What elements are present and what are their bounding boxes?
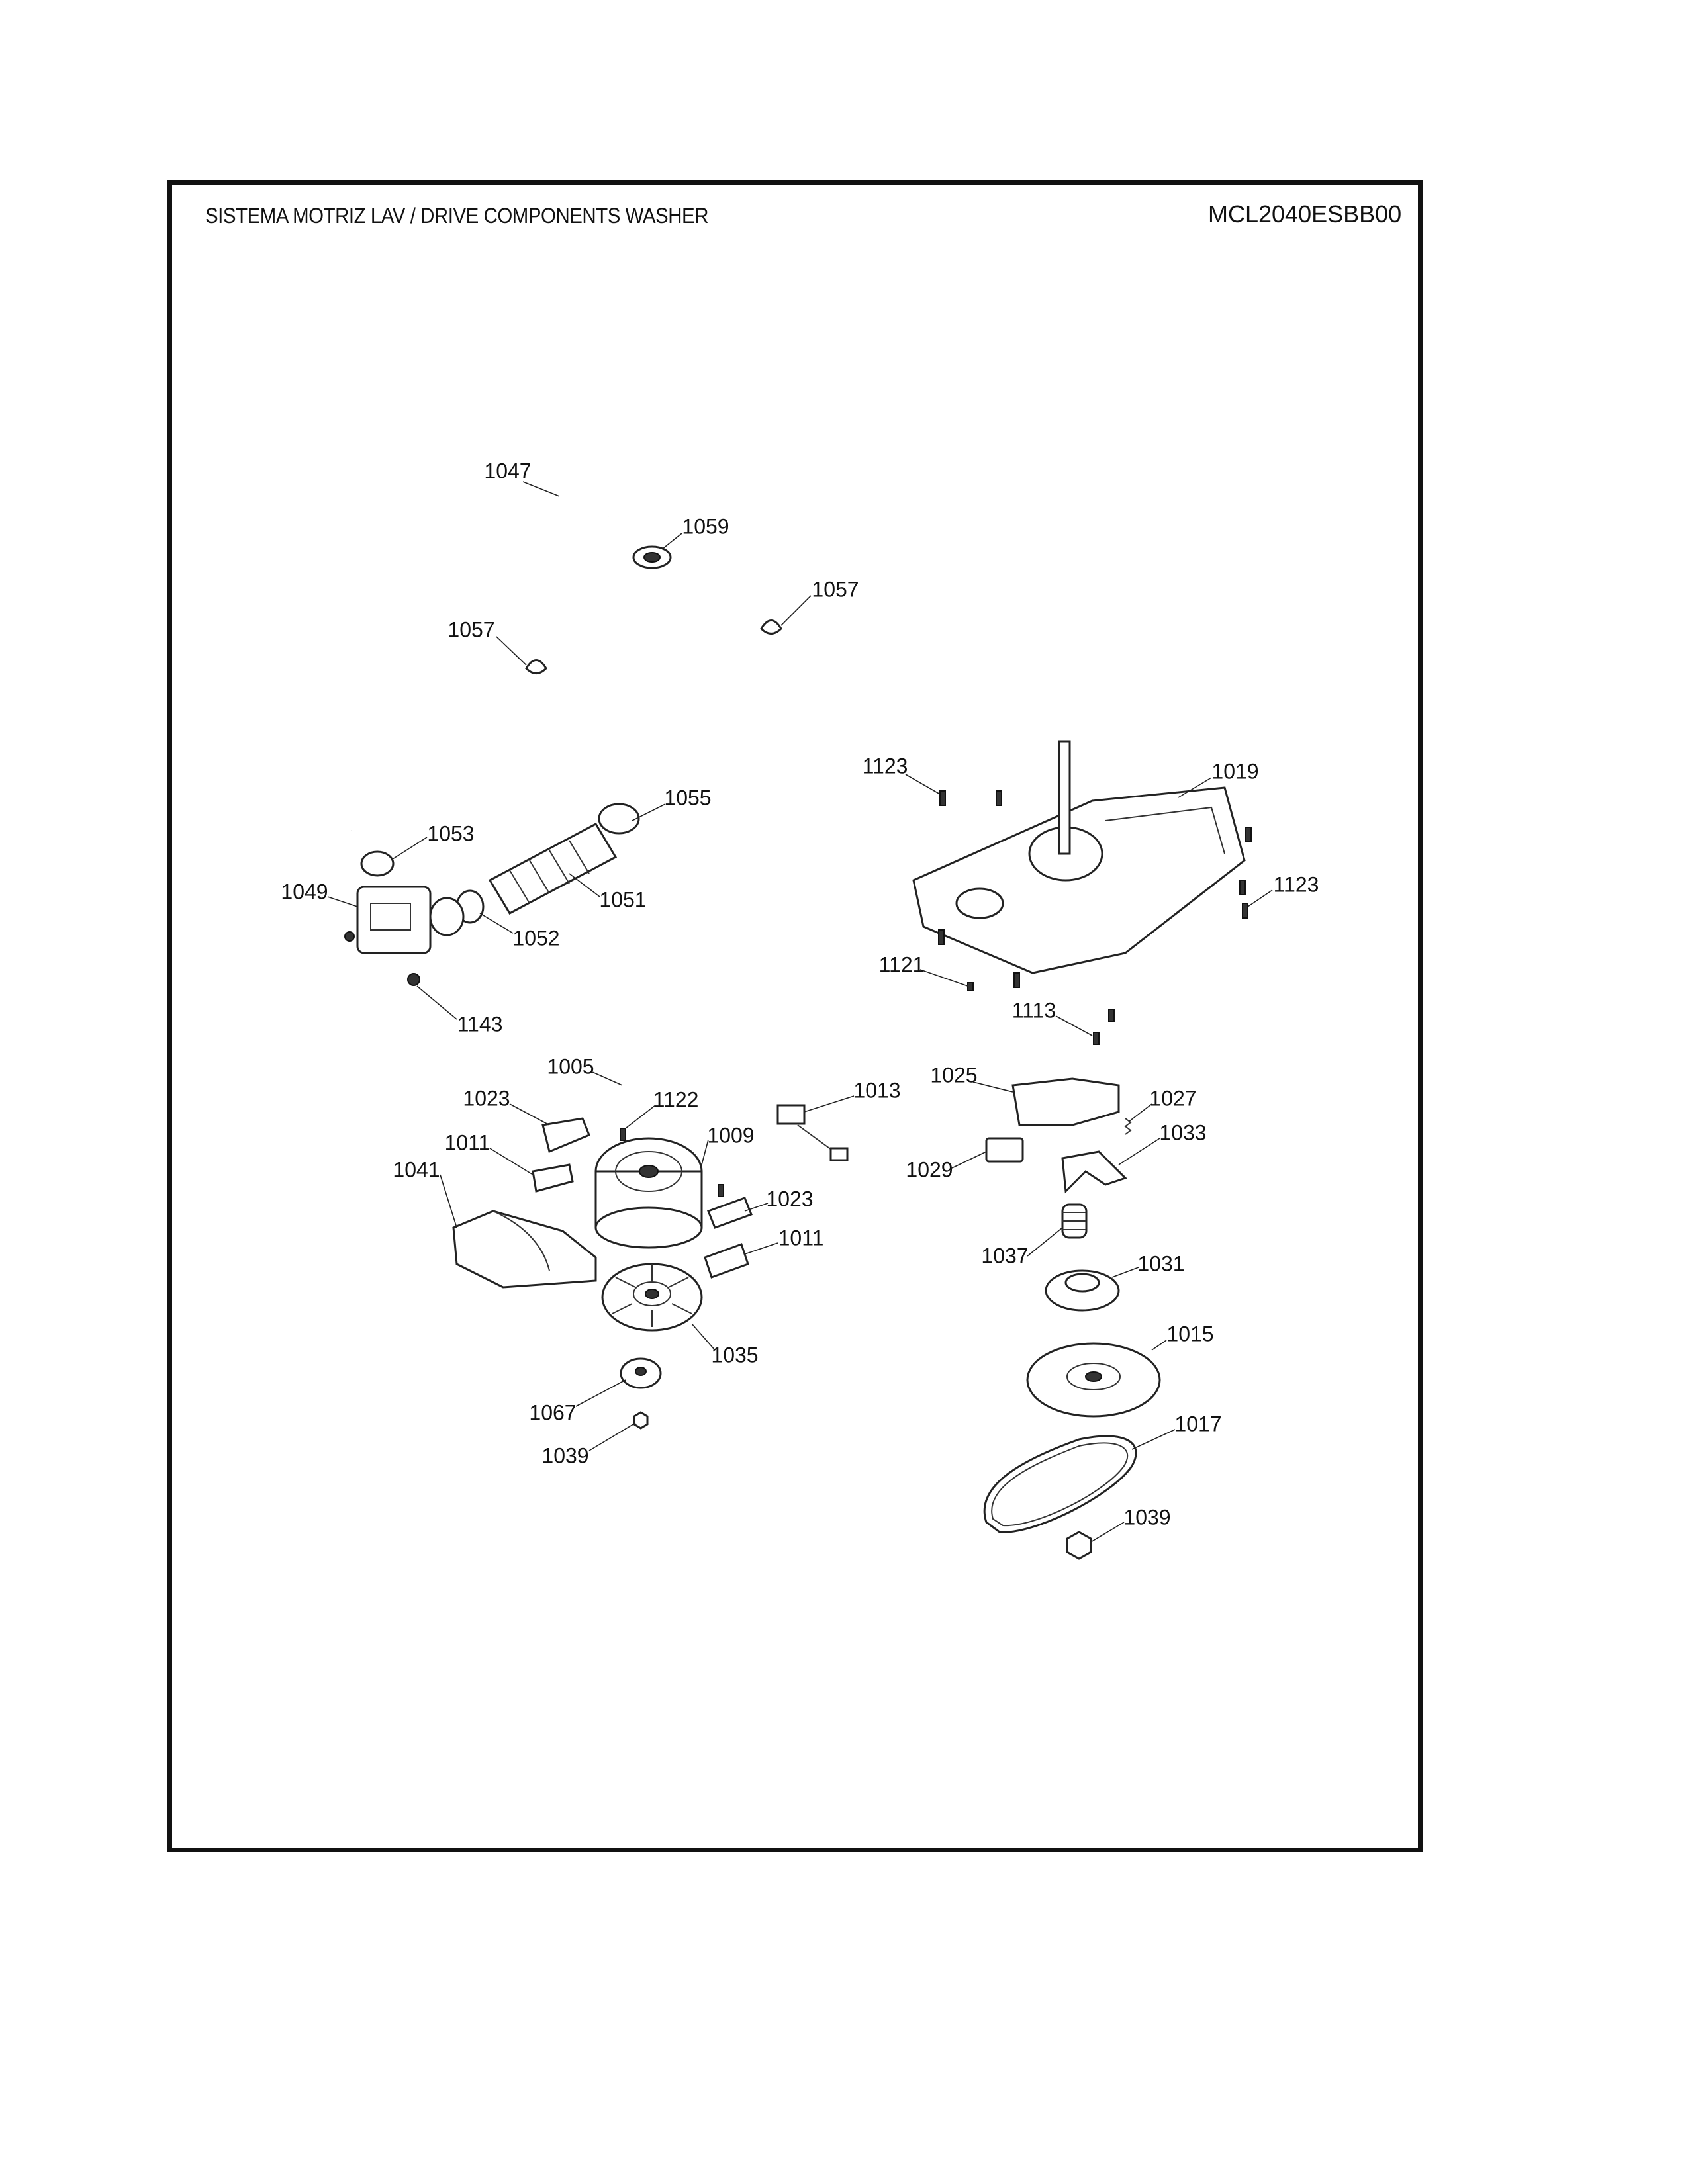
callout-1057-right: 1057 (812, 577, 859, 602)
drain-hose-drawing (342, 421, 744, 833)
callout-1051: 1051 (599, 887, 647, 912)
nut-motor-drawing (633, 1411, 649, 1430)
drain-pump-drawing (344, 886, 465, 986)
callout-1005: 1005 (547, 1054, 594, 1079)
diagram-frame (167, 180, 1423, 1852)
clutch-drawing (1045, 1203, 1120, 1312)
callout-1033: 1033 (1159, 1120, 1207, 1145)
callout-1035: 1035 (711, 1343, 759, 1367)
motor-pulley-drawing (620, 1357, 662, 1389)
callout-1037: 1037 (981, 1244, 1029, 1268)
hose-retainer-drawing (632, 545, 672, 569)
callout-1031: 1031 (1137, 1251, 1185, 1276)
motor-drawing (594, 1137, 703, 1249)
callout-1017: 1017 (1174, 1412, 1222, 1436)
callout-1057-left: 1057 (447, 617, 495, 642)
callout-1011-left: 1011 (444, 1130, 491, 1155)
callout-1047: 1047 (484, 459, 532, 483)
motor-bracket-drawing (452, 1210, 597, 1289)
callout-1019: 1019 (1211, 759, 1259, 784)
callout-1123-right: 1123 (1273, 872, 1319, 897)
motor-mount-drawings (532, 1117, 753, 1279)
callout-1123-top: 1123 (862, 754, 908, 778)
callout-1023-left: 1023 (463, 1086, 510, 1111)
leader-lines (327, 481, 1273, 1543)
callout-1053: 1053 (427, 821, 475, 846)
callout-1059: 1059 (682, 514, 729, 539)
callout-1049: 1049 (281, 880, 328, 904)
callout-1039-left: 1039 (541, 1443, 589, 1468)
corrugated-hose-drawing (488, 823, 618, 915)
callout-1027: 1027 (1149, 1086, 1197, 1111)
callout-1143: 1143 (457, 1012, 503, 1036)
clamp-drawings (360, 803, 640, 924)
wire-harness-drawing (776, 1104, 849, 1161)
nut-transmission-drawing (1066, 1531, 1092, 1560)
callout-1067: 1067 (529, 1400, 577, 1425)
callout-1023-right: 1023 (766, 1187, 814, 1211)
callout-1052: 1052 (512, 926, 560, 950)
hose-clip-drawings (525, 619, 782, 674)
callout-1041: 1041 (393, 1158, 440, 1182)
drive-belt-drawing (983, 1435, 1137, 1533)
callout-1113: 1113 (1011, 998, 1056, 1023)
screw-drawings (620, 790, 1252, 1197)
model-number: MCL2040ESBB00 (1208, 201, 1402, 228)
callout-1039-right: 1039 (1123, 1505, 1171, 1529)
callout-1122: 1122 (653, 1087, 699, 1112)
transmission-pulley-drawing (1026, 1342, 1161, 1418)
mounting-plate-drawing (912, 740, 1246, 974)
callout-1013: 1013 (853, 1078, 901, 1103)
motor-fan-drawing (601, 1263, 703, 1332)
callout-1009: 1009 (707, 1123, 755, 1148)
callout-1121: 1121 (878, 952, 925, 977)
callout-1025: 1025 (930, 1063, 978, 1087)
callout-1015: 1015 (1166, 1322, 1214, 1346)
callout-1029: 1029 (906, 1158, 953, 1182)
callout-1055: 1055 (664, 786, 712, 810)
shift-mechanism-drawing (985, 1077, 1132, 1194)
diagram-title: SISTEMA MOTRIZ LAV / DRIVE COMPONENTS WA… (205, 204, 709, 228)
callout-1011-right: 1011 (778, 1226, 824, 1250)
